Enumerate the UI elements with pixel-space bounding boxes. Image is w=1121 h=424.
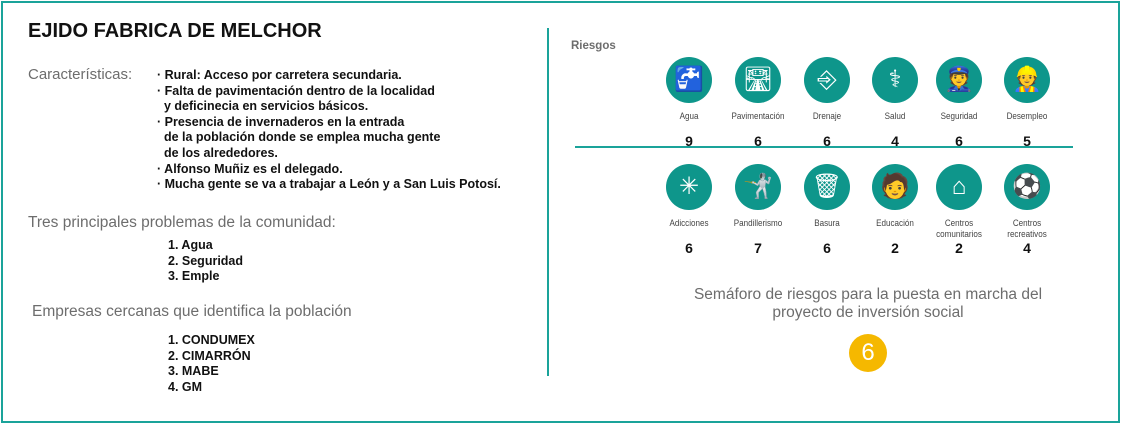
pipe-icon: ⎆ bbox=[804, 57, 850, 103]
road-icon: 🛣 bbox=[735, 57, 781, 103]
police-icon: 👮 bbox=[936, 57, 982, 103]
riesgos-label: Riesgos bbox=[571, 40, 616, 52]
list-item: 2. CIMARRÓN bbox=[168, 348, 251, 363]
semaforo-badge: 6 bbox=[849, 334, 887, 372]
risk-item: 🗑 Basura 6 bbox=[787, 164, 867, 256]
risk-value: 6 bbox=[823, 240, 831, 256]
risk-item: 🛣 Pavimentación 6 bbox=[718, 57, 798, 149]
risk-item: ⚽ Centros recreativos 4 bbox=[987, 164, 1067, 256]
addiction-icon: ✳ bbox=[666, 164, 712, 210]
risk-label: Basura bbox=[814, 218, 840, 229]
risk-value: 2 bbox=[955, 240, 963, 256]
list-item: · Mucha gente se va a trabajar a León y … bbox=[157, 177, 501, 192]
risk-item: 🚰 Agua 9 bbox=[649, 57, 729, 149]
empresas-list: 1. CONDUMEX 2. CIMARRÓN 3. MABE 4. GM bbox=[168, 333, 255, 396]
risk-value: 7 bbox=[754, 240, 762, 256]
risk-value: 5 bbox=[1023, 133, 1031, 149]
risk-label: Educación bbox=[876, 218, 914, 229]
caracteristicas-label: Características: bbox=[28, 66, 133, 83]
list-item: 1. Agua bbox=[168, 238, 213, 252]
risk-value: 6 bbox=[754, 133, 762, 149]
risk-item: ✳ Adicciones 6 bbox=[649, 164, 729, 256]
risk-value: 2 bbox=[891, 240, 899, 256]
caracteristicas-list: · Rural: Acceso por carretera secundaria… bbox=[157, 68, 501, 193]
risk-value: 6 bbox=[823, 133, 831, 149]
list-item: de la población donde se emplea mucha ge… bbox=[157, 130, 441, 145]
risk-item: 👮 Seguridad 6 bbox=[919, 57, 999, 149]
risk-label: Centros comunitarios bbox=[936, 218, 982, 240]
list-item: · Rural: Acceso por carretera secundaria… bbox=[157, 68, 402, 82]
list-item: 4. GM bbox=[168, 380, 203, 395]
list-item: 1. CONDUMEX bbox=[168, 333, 255, 347]
risk-item: ⚕ Salud 4 bbox=[855, 57, 935, 149]
horizontal-divider bbox=[575, 146, 1073, 148]
risk-value: 6 bbox=[955, 133, 963, 149]
teacher-icon: 🧑 bbox=[872, 164, 918, 210]
risk-item: ⎆ Drenaje 6 bbox=[787, 57, 867, 149]
risk-label: Agua bbox=[679, 111, 699, 122]
risk-item: 🤺 Pandillerismo 7 bbox=[718, 164, 798, 256]
worker-chart-icon: 👷 bbox=[1004, 57, 1050, 103]
page-title: EJIDO FABRICA DE MELCHOR bbox=[28, 20, 322, 42]
risk-value: 6 bbox=[685, 240, 693, 256]
risk-label: Pavimentación bbox=[731, 111, 785, 122]
problemas-list: 1. Agua 2. Seguridad 3. Emple bbox=[168, 238, 243, 285]
list-item: · Alfonso Muñiz es el delegado. bbox=[157, 161, 343, 176]
risk-item: ⌂ Centros comunitarios 2 bbox=[919, 164, 999, 256]
list-item: 3. MABE bbox=[168, 364, 219, 379]
risk-value: 4 bbox=[891, 133, 899, 149]
semaforo-text: Semáforo de riesgos para la puesta en ma… bbox=[693, 286, 1043, 321]
stethoscope-icon: ⚕ bbox=[872, 57, 918, 103]
risk-value: 4 bbox=[1023, 240, 1031, 256]
vertical-divider bbox=[547, 28, 549, 376]
risk-label: Seguridad bbox=[940, 111, 978, 122]
list-item: de los alrededores. bbox=[157, 145, 278, 160]
list-item: 2. Seguridad bbox=[168, 253, 244, 268]
risk-item: 🧑 Educación 2 bbox=[855, 164, 935, 256]
fight-icon: 🤺 bbox=[735, 164, 781, 210]
faucet-icon: 🚰 bbox=[666, 57, 712, 103]
risk-item: 👷 Desempleo 5 bbox=[987, 57, 1067, 149]
risk-label: Drenaje bbox=[812, 111, 842, 122]
risk-label: Salud bbox=[884, 111, 906, 122]
list-item: · Falta de pavimentación dentro de la lo… bbox=[157, 83, 435, 98]
list-item: 3. Emple bbox=[168, 269, 220, 284]
risk-label: Centros recreativos bbox=[1007, 218, 1047, 240]
risk-value: 9 bbox=[685, 133, 693, 149]
problemas-heading: Tres principales problemas de la comunid… bbox=[28, 214, 336, 231]
empresas-heading: Empresas cercanas que identifica la pobl… bbox=[32, 303, 352, 320]
list-item: · Presencia de invernaderos en la entrad… bbox=[157, 114, 405, 129]
risk-label: Adicciones bbox=[669, 218, 709, 229]
trash-icon: 🗑 bbox=[804, 164, 850, 210]
list-item: y deficinecia en servicios básicos. bbox=[157, 99, 369, 114]
community-house-icon: ⌂ bbox=[936, 164, 982, 210]
risk-label: Desempleo bbox=[1006, 111, 1048, 122]
palette-ball-icon: ⚽ bbox=[1004, 164, 1050, 210]
risk-label: Pandillerismo bbox=[733, 218, 783, 229]
